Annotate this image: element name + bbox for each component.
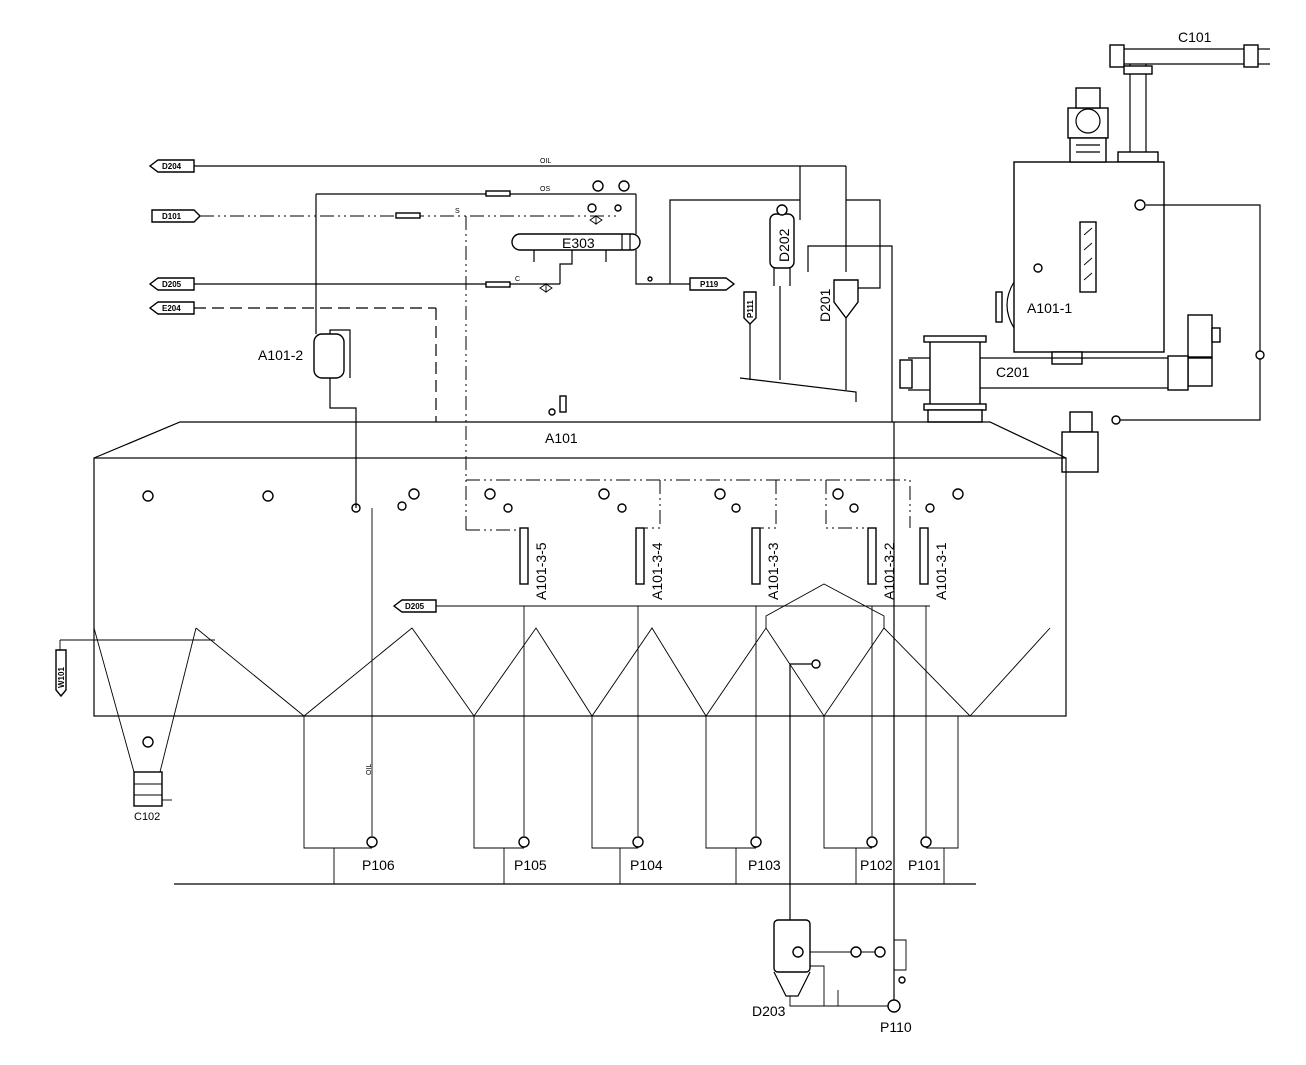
c201-label: C201 [996, 364, 1030, 380]
connector-d101: D101 [151, 209, 201, 223]
svg-text:D101: D101 [162, 212, 182, 221]
c101-duct: C101 [1109, 29, 1270, 163]
connector-d205-mid: D205 [392, 599, 437, 613]
e303-label: E303 [562, 235, 595, 251]
pump-label-p102: P102 [860, 857, 893, 873]
a101-1-label: A101-1 [1027, 300, 1072, 316]
cell-label-3: A101-3-3 [765, 542, 781, 600]
pumps: P106 P105 P104 P103 P102 P101 [362, 836, 941, 873]
a101-1-hood: A101-1 [995, 87, 1165, 365]
a101-tank: A101 C102 [59, 421, 1067, 823]
connector-d204: D204 [148, 159, 195, 173]
svg-text:C: C [515, 276, 520, 283]
pump-label-p101: P101 [908, 857, 941, 873]
cell-label-1: A101-3-5 [533, 542, 549, 600]
svg-text:D205: D205 [405, 602, 425, 611]
a101-2-label: A101-2 [258, 347, 303, 363]
pump-label-p103: P103 [748, 857, 781, 873]
right-drive [1061, 204, 1265, 473]
spray-nozzles [142, 488, 964, 513]
d201-vessel: D201 [807, 199, 893, 422]
cell-label-5: A101-3-1 [933, 542, 949, 600]
pump-label-p106: P106 [362, 857, 395, 873]
pump-label-p105: P105 [514, 857, 547, 873]
d202-label: D202 [776, 228, 792, 262]
svg-text:OS: OS [540, 186, 550, 193]
cell-label-4: A101-3-2 [881, 542, 897, 600]
p110-pump: P110 [880, 422, 912, 1035]
e303-exchanger: E303 [511, 180, 800, 293]
p110-label: P110 [880, 1019, 912, 1035]
c102-label: C102 [134, 811, 160, 823]
svg-text:D204: D204 [162, 162, 182, 171]
connector-w101: W101 [55, 649, 67, 698]
top-piping: OIL OS S C [194, 158, 847, 530]
d203-vessel: D203 [752, 659, 894, 1019]
svg-text:W101: W101 [57, 667, 66, 688]
a101-label: A101 [545, 430, 578, 446]
svg-text:P111: P111 [746, 300, 755, 318]
a101-2-vessel: A101-2 [258, 306, 357, 508]
pump-piping: OIL [174, 508, 976, 885]
d201-label: D201 [817, 288, 833, 322]
d203-label: D203 [752, 1003, 786, 1019]
tank-vent [559, 395, 567, 413]
cell-heaters: A101-3-5 A101-3-4 A101-3-3 A101-3-2 A101… [436, 479, 949, 607]
drain-trough [739, 377, 857, 402]
svg-text:D205: D205 [162, 280, 182, 289]
connector-p119: P119 [689, 277, 736, 291]
svg-text:OIL: OIL [366, 764, 373, 775]
connector-e204: E204 [148, 301, 195, 315]
connector-p111: P111 [743, 291, 757, 325]
svg-text:S: S [455, 208, 460, 215]
tank-gauge [548, 408, 556, 416]
pump-label-p104: P104 [630, 857, 663, 873]
cell-label-2: A101-3-4 [649, 542, 665, 600]
connector-d205-top: D205 [148, 277, 195, 291]
svg-text:OIL: OIL [540, 158, 551, 165]
svg-text:P119: P119 [700, 280, 719, 289]
d202-vessel: D202 [769, 204, 795, 380]
svg-text:E204: E204 [162, 304, 181, 313]
c101-label: C101 [1178, 29, 1212, 45]
